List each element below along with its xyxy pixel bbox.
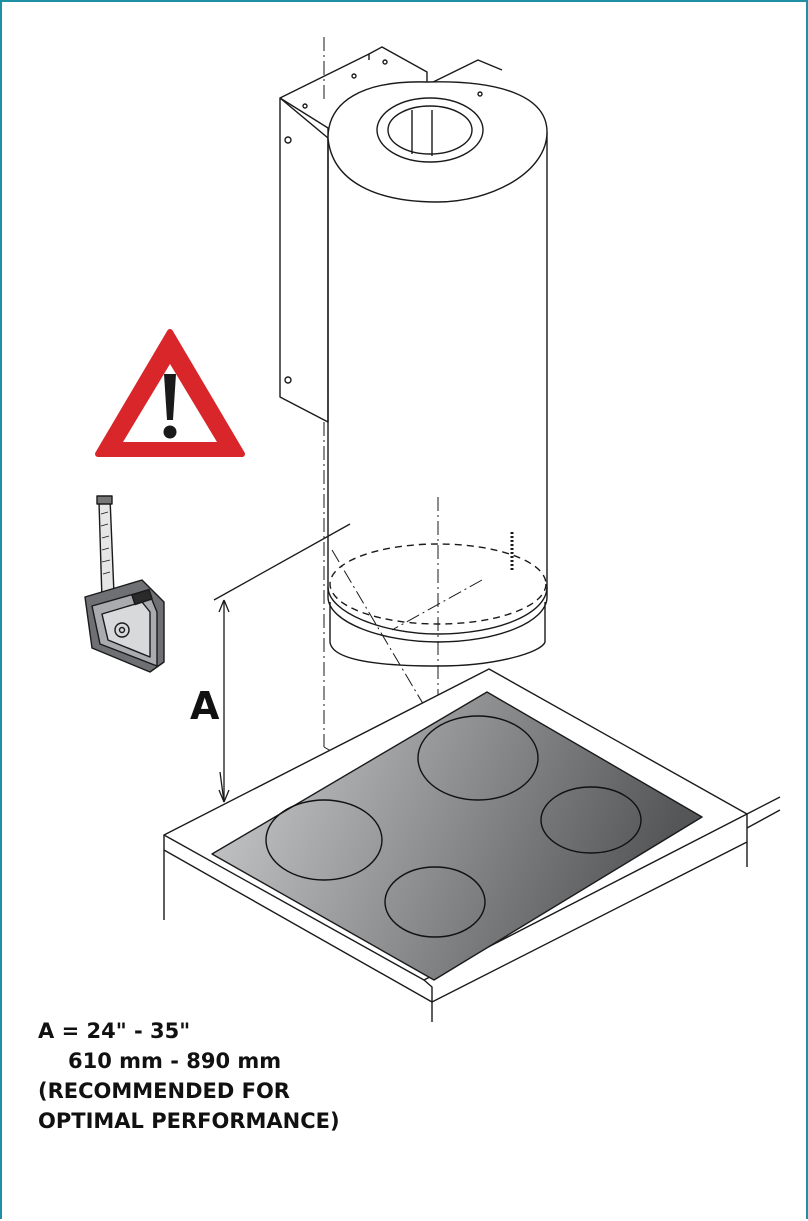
hood-cylinder bbox=[327, 132, 548, 587]
warning-triangle-icon bbox=[95, 329, 245, 457]
duct-opening bbox=[376, 97, 484, 163]
spec-line-performance: OPTIMAL PERFORMANCE) bbox=[38, 1109, 340, 1133]
spec-line-mm: 610 mm - 890 mm bbox=[68, 1049, 282, 1073]
burner-left bbox=[265, 799, 383, 881]
tape-measure-icon bbox=[84, 495, 165, 673]
hood-side-flange bbox=[279, 97, 329, 423]
dimension-label-a: A bbox=[190, 684, 220, 728]
spec-line-inches: A = 24" - 35" bbox=[38, 1019, 191, 1043]
dimension-line-a bbox=[213, 523, 351, 803]
cooktop bbox=[163, 668, 781, 1022]
spec-line-recommended: (RECOMMENDED FOR bbox=[38, 1079, 290, 1103]
range-hood bbox=[279, 46, 548, 667]
burner-right bbox=[540, 786, 642, 854]
burner-front bbox=[384, 866, 486, 938]
glass-hob bbox=[211, 691, 703, 981]
height-specification: A = 24" - 35" 610 mm - 890 mm (RECOMMENDED… bbox=[38, 1016, 340, 1136]
burner-back bbox=[417, 715, 539, 801]
